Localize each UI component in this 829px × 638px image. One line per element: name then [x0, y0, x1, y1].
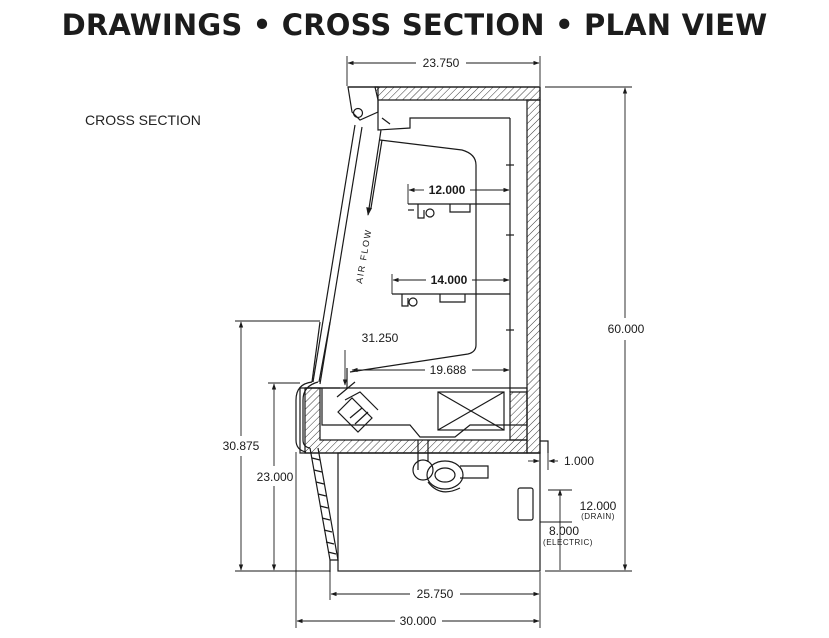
dim-base-height-label: 23.000 [257, 470, 294, 484]
air-flow-arrows [366, 129, 383, 216]
dim-base-height [268, 382, 300, 571]
dim-rear-offset-label: 1.000 [564, 454, 594, 468]
dim-overall-depth-label: 30.000 [400, 614, 437, 628]
drain-trap [412, 440, 489, 493]
dim-overall-depth [295, 452, 541, 628]
front-bumper [295, 321, 331, 453]
dim-shelf-upper-label: 12.000 [429, 183, 466, 197]
dim-overall-height-label: 60.000 [608, 322, 645, 336]
dim-front-height-label: 30.875 [223, 439, 260, 453]
dim-top-width-label: 23.750 [423, 56, 460, 70]
evaporator-coil [437, 391, 505, 431]
air-flow-label: AIR FLOW [354, 228, 373, 284]
front-glass [312, 124, 363, 385]
kick-plate [309, 447, 339, 572]
dim-shelf-lower [391, 274, 510, 294]
dim-drain-note: (DRAIN) [581, 512, 615, 521]
dim-shelf-upper [407, 184, 510, 204]
dim-electric-height-label: 8.000 [549, 524, 579, 538]
dim-base-depth-label: 25.750 [417, 587, 454, 601]
dim-deck-height-label: 31.250 [362, 331, 399, 345]
dim-shelf-lower-label: 14.000 [431, 273, 468, 287]
dim-drain-height [548, 489, 572, 570]
dim-electric-note: (ELECTRIC) [543, 538, 593, 547]
inner-liner [349, 118, 514, 392]
dim-overall-height [545, 86, 632, 572]
dim-interior-depth-label: 19.688 [430, 363, 467, 377]
fan-assembly [336, 381, 379, 433]
shelf-upper [408, 203, 510, 219]
shelf-lower [392, 293, 510, 307]
dim-base-depth [329, 572, 541, 600]
canopy [347, 86, 510, 131]
dim-drain-height-label: 12.000 [580, 499, 617, 513]
page-title: DRAWINGS • CROSS SECTION • PLAN VIEW [61, 8, 768, 42]
dim-top-width [346, 56, 541, 86]
base-cabinet [337, 440, 549, 572]
dim-front-height [235, 320, 330, 572]
dim-rear-offset [528, 453, 558, 470]
section-label: CROSS SECTION [85, 112, 201, 128]
